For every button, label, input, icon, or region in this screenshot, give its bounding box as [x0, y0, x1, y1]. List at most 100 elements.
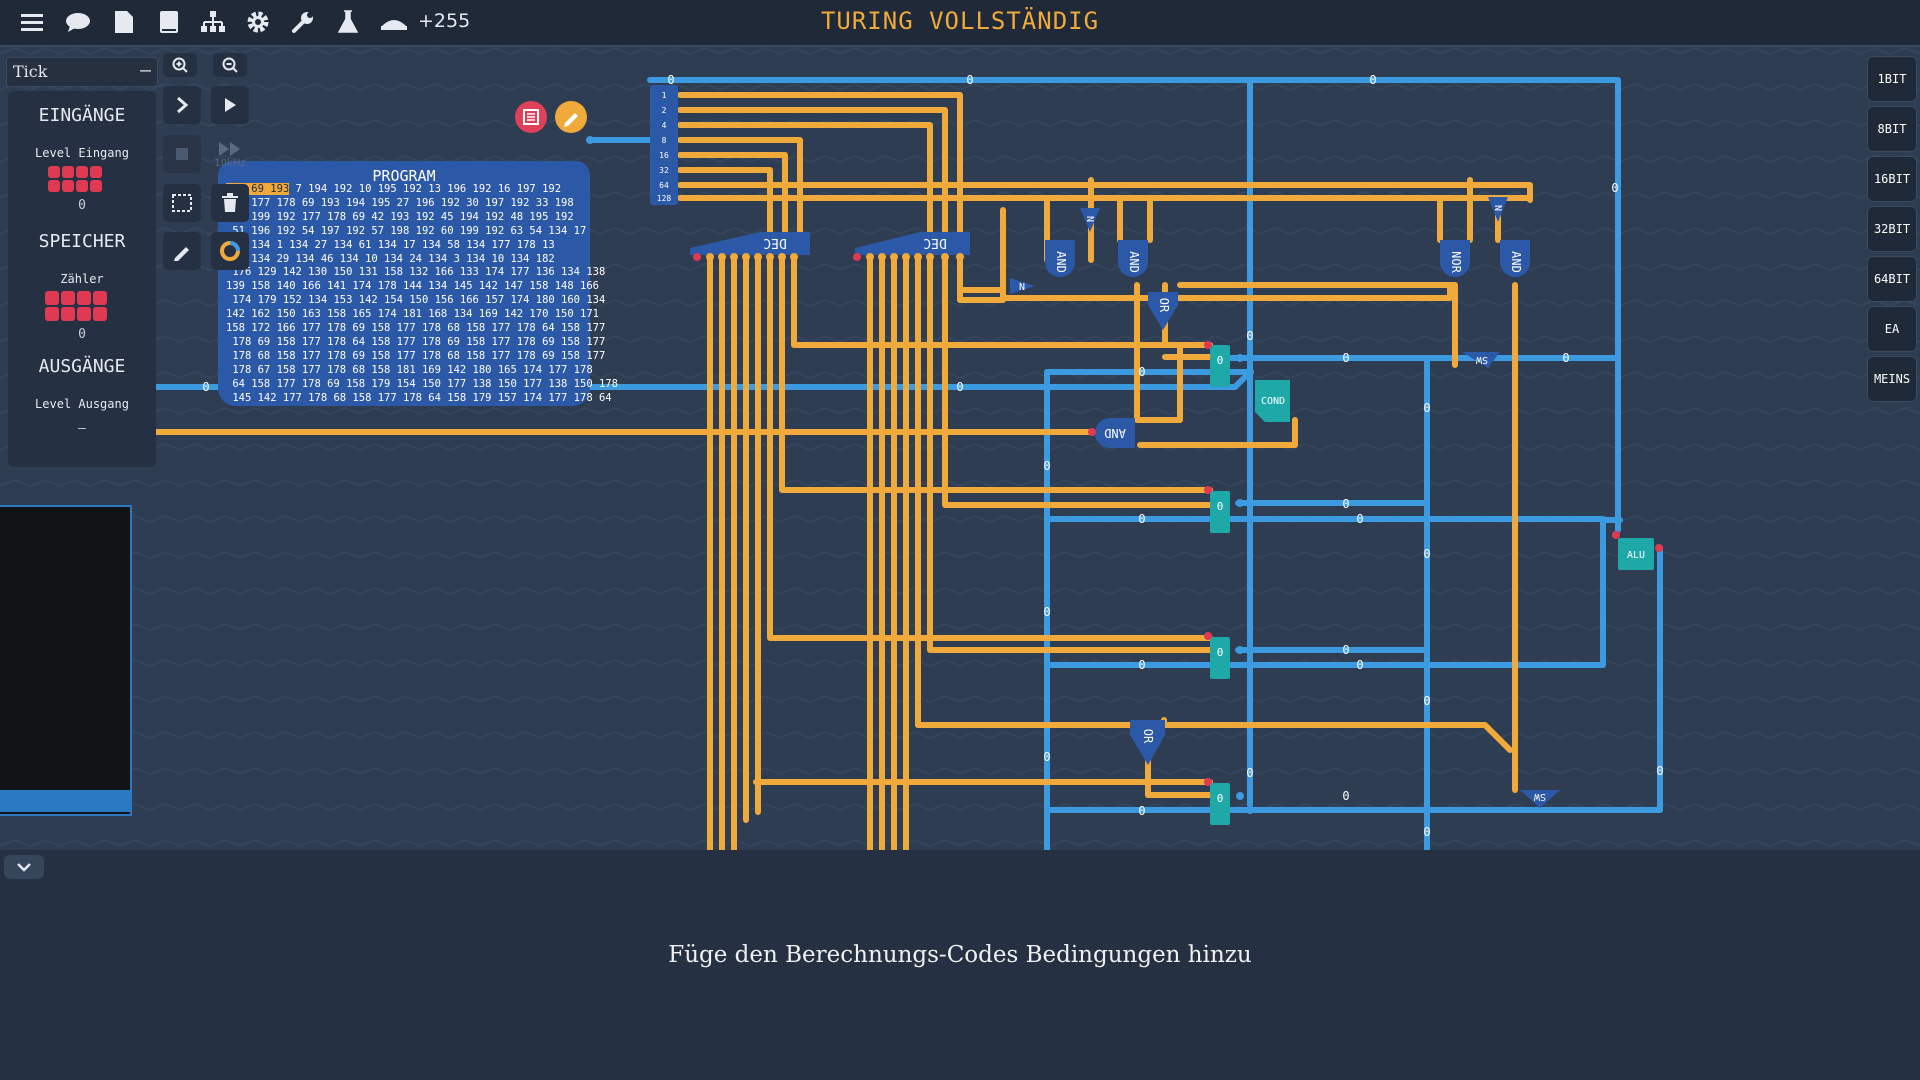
chevron-down-icon — [17, 863, 31, 872]
bitwidth-8bit-button[interactable]: 8BIT — [1867, 106, 1917, 152]
gear-icon[interactable] — [244, 8, 272, 36]
circuit-workspace[interactable]: 1 2 4 8 16 32 64 128 DEC DEC AND N AND N… — [0, 47, 1920, 850]
bitwidth-16bit-button[interactable]: 16BIT — [1867, 156, 1917, 202]
inputs-value: 0 — [78, 198, 86, 213]
svg-text:0: 0 — [1217, 354, 1224, 367]
register-4[interactable]: 0 — [1210, 783, 1230, 825]
bit-label: 32 — [659, 166, 669, 175]
svg-text:0: 0 — [1342, 789, 1349, 803]
inputs-led-grid — [48, 166, 102, 192]
program-row: 199 177 178 69 193 194 195 27 196 192 30… — [226, 196, 574, 209]
bitwidth-32bit-button[interactable]: 32BIT — [1867, 206, 1917, 252]
register-3[interactable]: 0 — [1210, 637, 1230, 679]
bit-label: 8 — [662, 136, 667, 145]
zoom-in-button[interactable] — [163, 53, 197, 77]
level-title: TURING VOLLSTÄNDIG — [820, 7, 1100, 35]
and-gate-3[interactable]: AND — [1500, 240, 1530, 277]
color-ring-button[interactable] — [211, 232, 249, 270]
alu-block[interactable]: ALU — [1618, 538, 1654, 570]
and-gate-side[interactable]: AND — [1095, 418, 1135, 448]
svg-text:0: 0 — [1611, 181, 1618, 195]
not-gate-3[interactable]: N — [1488, 197, 1508, 222]
cond-block[interactable]: COND — [1255, 380, 1290, 422]
svg-text:0: 0 — [966, 73, 973, 87]
svg-text:0: 0 — [1043, 605, 1050, 619]
program-row: 42 134 1 134 27 134 61 134 17 134 58 134… — [226, 238, 555, 251]
hierarchy-icon[interactable] — [199, 8, 227, 36]
svg-text:0: 0 — [1423, 547, 1430, 561]
and-gate-2[interactable]: AND — [1118, 240, 1148, 277]
program-memory-button[interactable] — [515, 101, 547, 133]
register-2[interactable]: 0 — [1210, 491, 1230, 533]
wrench-icon[interactable] — [289, 8, 317, 36]
svg-text:0: 0 — [1217, 646, 1224, 659]
nor-gate[interactable]: NOR — [1440, 240, 1470, 277]
my-components-button[interactable]: MEINS — [1867, 356, 1917, 402]
program-row: 174 179 152 134 153 142 154 150 156 166 … — [226, 294, 606, 307]
play-button[interactable] — [211, 86, 249, 124]
program-row: 7 194 192 10 195 192 13 196 192 16 197 1… — [289, 183, 562, 195]
svg-text:0: 0 — [1043, 750, 1050, 764]
tick-selector[interactable]: Tick – — [6, 57, 158, 87]
decoder-1[interactable]: DEC — [690, 232, 810, 255]
description-panel — [0, 850, 1920, 1080]
program-row: 51 196 192 54 197 192 57 198 192 60 199 … — [226, 224, 587, 237]
pencil-tool-button[interactable] — [163, 232, 201, 270]
svg-text:ALU: ALU — [1627, 550, 1645, 561]
program-edit-button[interactable] — [555, 101, 587, 133]
bitwidth-64bit-button[interactable]: 64BIT — [1867, 256, 1917, 302]
svg-text:NOR: NOR — [1449, 251, 1463, 273]
level-description: Füge den Berechnungs-Codes Bedingungen h… — [668, 942, 1252, 968]
chat-icon[interactable] — [64, 8, 92, 36]
svg-text:N: N — [1492, 205, 1503, 211]
collapse-panel-button[interactable] — [4, 855, 44, 879]
svg-text:0: 0 — [956, 380, 963, 394]
step-button[interactable] — [163, 86, 201, 124]
svg-text:N: N — [1019, 282, 1025, 293]
tick-collapse-button[interactable]: – — [140, 60, 151, 81]
menu-icon[interactable] — [18, 8, 46, 36]
svg-text:AND: AND — [1509, 251, 1523, 273]
not-gate-1[interactable]: N — [1080, 208, 1100, 232]
svg-text:AND: AND — [1127, 251, 1141, 273]
bit-label: 2 — [662, 106, 667, 115]
fast-forward-button[interactable]: 10kHz — [211, 135, 249, 173]
document-icon[interactable] — [110, 8, 138, 36]
or-gate-2[interactable]: OR — [1130, 720, 1165, 765]
memory-subtitle: Zähler — [60, 272, 104, 286]
program-row: 178 69 158 177 178 64 158 177 178 69 158… — [226, 335, 606, 348]
output-display-bar — [0, 790, 132, 812]
bit-input-block[interactable]: 1 2 4 8 16 32 64 128 — [650, 85, 678, 205]
zoom-out-button[interactable] — [213, 53, 247, 77]
svg-text:0: 0 — [1562, 351, 1569, 365]
io-button[interactable]: EA — [1867, 306, 1917, 352]
flask-icon[interactable] — [334, 8, 362, 36]
svg-text:0: 0 — [202, 380, 209, 394]
blue-wires — [153, 77, 1663, 850]
and-gate-1[interactable]: AND — [1045, 240, 1075, 277]
switch-1[interactable]: SW — [1462, 352, 1500, 368]
stop-button[interactable] — [163, 135, 201, 173]
bit-label: 1 — [662, 91, 667, 100]
register-1[interactable]: 0 — [1210, 345, 1230, 387]
svg-text:0: 0 — [1138, 658, 1145, 672]
not-gate-2[interactable]: N — [1010, 278, 1035, 294]
program-rom[interactable]: PROGRAM 178 69 193 7 194 192 10 195 192 … — [218, 161, 618, 406]
svg-text:OR: OR — [1141, 729, 1155, 744]
svg-text:0: 0 — [1246, 329, 1253, 343]
program-row: 139 158 140 166 141 174 178 144 134 145 … — [226, 280, 599, 293]
bitwidth-1bit-button[interactable]: 1BIT — [1867, 56, 1917, 102]
or-gate-1[interactable]: OR — [1148, 292, 1178, 330]
decoder-2[interactable]: DEC — [855, 232, 970, 255]
wire-labels: 0 0 0 0 0 0 0 0 0 0 0 0 0 0 0 0 0 0 0 0 … — [202, 73, 1663, 839]
bit-label: 4 — [662, 121, 667, 130]
book-icon[interactable] — [155, 8, 183, 36]
select-tool-button[interactable] — [163, 184, 201, 222]
program-row: 145 142 177 178 68 158 177 178 64 158 17… — [226, 391, 612, 404]
top-bar: +255 TURING VOLLSTÄNDIG — [0, 0, 1920, 47]
switch-2[interactable]: SW — [1520, 790, 1560, 808]
inputs-subtitle: Level Eingang — [35, 146, 129, 160]
output-display — [0, 505, 132, 816]
memory-value: 0 — [78, 327, 86, 342]
delete-button[interactable] — [211, 184, 249, 222]
